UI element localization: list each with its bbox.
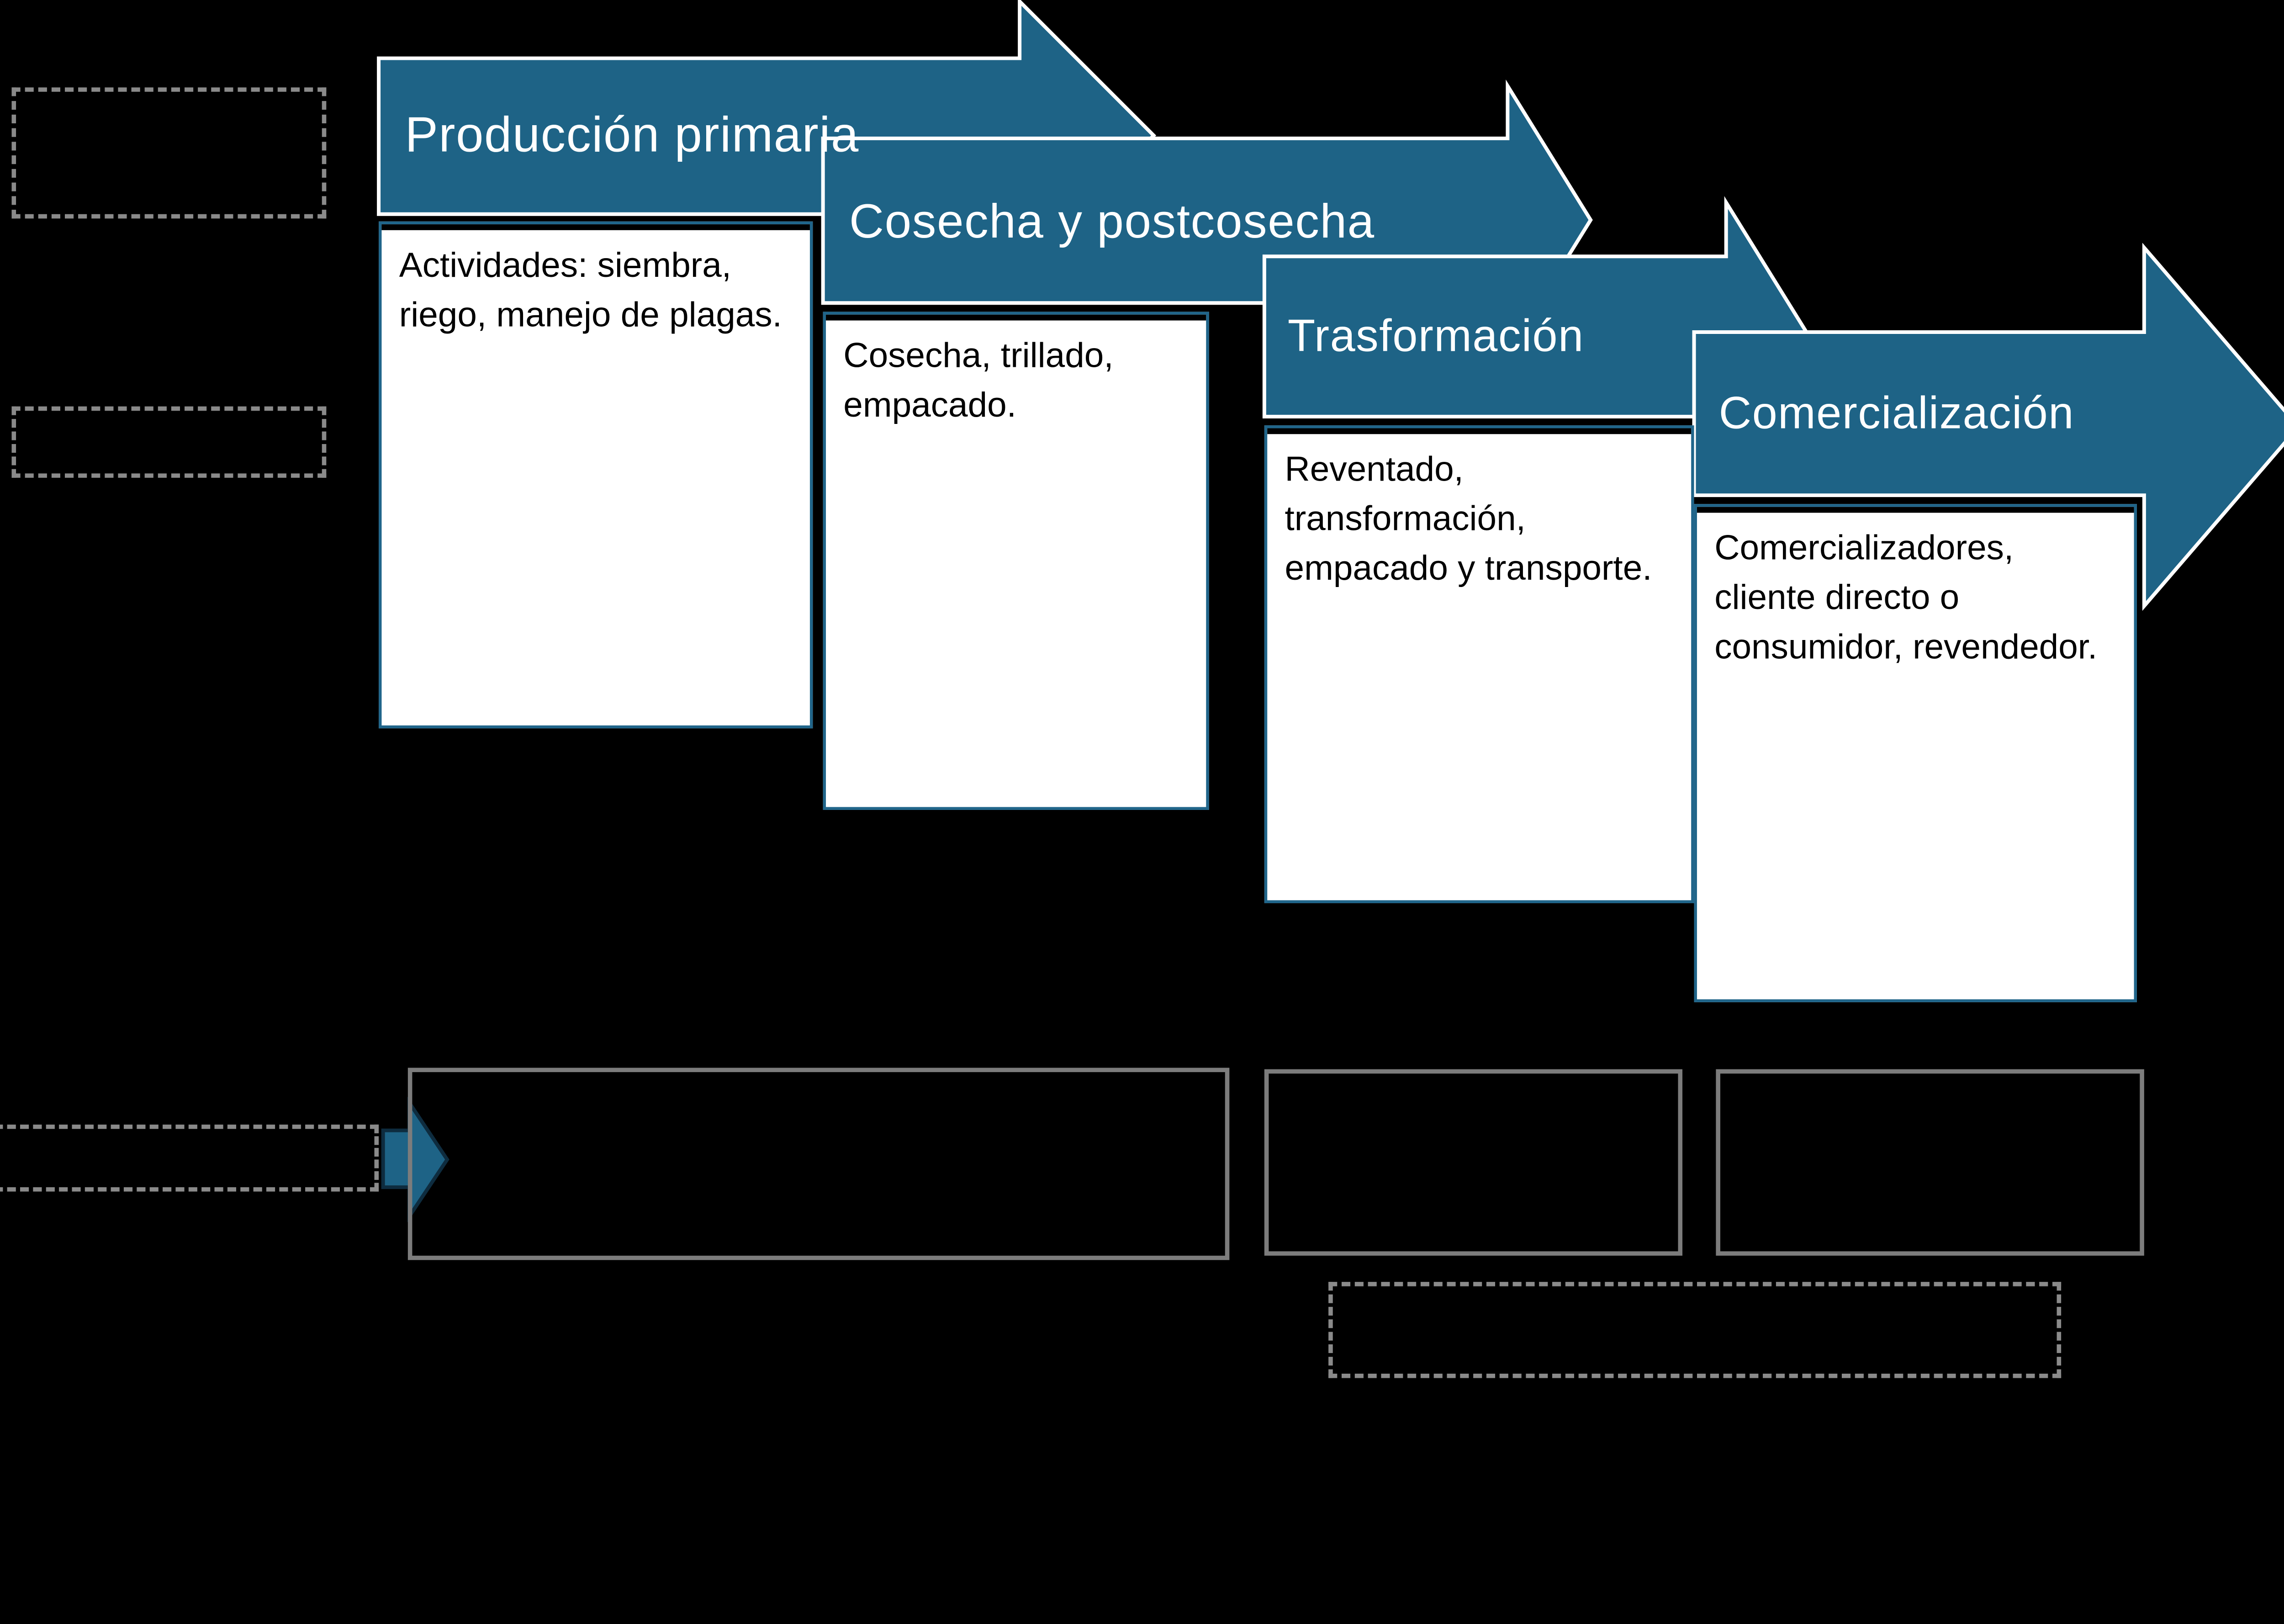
arrow-shapes-layer	[377, 0, 2284, 1222]
placeholder-dashed-middle-left	[11, 406, 327, 478]
banner-shape-comercializacion	[1692, 243, 2284, 611]
banner-title-trasformacion: Trasformación	[1287, 310, 1584, 361]
placeholder-dashed-bottom-left	[0, 1124, 379, 1192]
content-text-comercializacion: Comercializadores, cliente directo o con…	[1714, 529, 2098, 667]
process-diagram-canvas: Producción primaria Cosecha y postcosech…	[0, 0, 2284, 1378]
content-box-produccion-primaria: Actividades: siembra, riego, manejo de p…	[379, 221, 813, 729]
banner-title-produccion-primaria: Producción primaria	[405, 107, 859, 164]
content-text-cosecha-postcosecha: Cosecha, trillado, empacado.	[843, 336, 1114, 426]
placeholder-dashed-top-left	[11, 87, 327, 219]
banner-title-cosecha-postcosecha: Cosecha y postcosecha	[849, 193, 1375, 247]
content-text-produccion-primaria: Actividades: siembra, riego, manejo de p…	[399, 246, 782, 335]
content-box-comercializacion: Comercializadores, cliente directo o con…	[1694, 504, 2137, 1002]
content-box-cosecha-postcosecha: Cosecha, trillado, empacado.	[823, 312, 1209, 810]
placeholder-frame-bottom-middle	[1264, 1069, 1683, 1256]
content-box-trasformacion: Reventado, transformación, empacado y tr…	[1264, 425, 1694, 904]
placeholder-frame-bottom-large	[407, 1068, 1230, 1260]
banner-title-comercializacion: Comercialización	[1718, 387, 2074, 439]
content-text-trasformacion: Reventado, transformación, empacado y tr…	[1285, 450, 1652, 589]
placeholder-frame-bottom-right	[1716, 1069, 2144, 1256]
placeholder-dashed-bottom	[1328, 1282, 2062, 1378]
